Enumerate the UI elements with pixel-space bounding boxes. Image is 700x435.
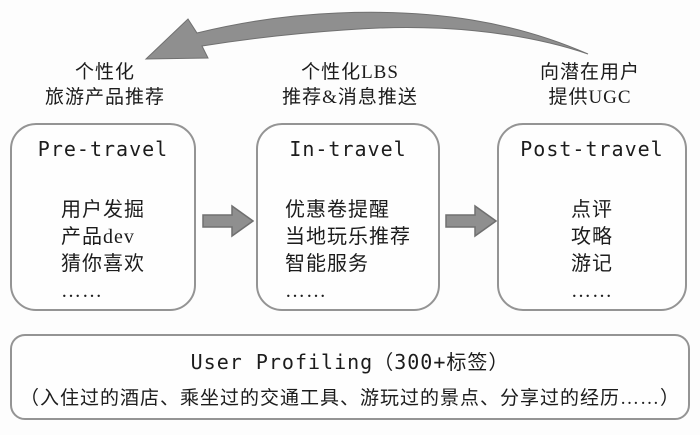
- feedback-arrow-icon: [144, 11, 589, 60]
- stage-item-list: 用户发掘 产品dev 猜你喜欢 ……: [61, 197, 145, 305]
- stage-label-line: 提供UGC: [548, 87, 632, 108]
- right-arrow-icon: [202, 204, 254, 238]
- stage-box-post-travel: Post-travel 点评 攻略 游记 ……: [497, 123, 687, 311]
- stage-label-line: 旅游产品推荐: [44, 87, 165, 108]
- stage-item: ……: [571, 280, 613, 302]
- right-arrow-icon: [445, 204, 497, 238]
- stage-item: 攻略: [571, 226, 613, 248]
- stage-label-post: 向潜在用户 提供UGC: [495, 60, 685, 110]
- stage-label-line: 向潜在用户: [539, 62, 640, 83]
- stage-title: Pre-travel: [37, 137, 169, 161]
- stage-label-line: 个性化LBS: [301, 62, 399, 83]
- stage-item-list: 优惠卷提醒 当地玩乐推荐 智能服务 ……: [285, 197, 411, 305]
- stage-box-in-travel: In-travel 优惠卷提醒 当地玩乐推荐 智能服务 ……: [256, 123, 440, 311]
- stage-item: 优惠卷提醒: [285, 199, 390, 221]
- user-profiling-box: User Profiling（300+标签） （入住过的酒店、乘坐过的交通工具、…: [10, 334, 690, 420]
- stage-item: 当地玩乐推荐: [285, 226, 411, 248]
- stage-item: ……: [61, 280, 103, 302]
- stage-item: 智能服务: [285, 253, 369, 275]
- stage-item: 产品dev: [61, 226, 135, 248]
- stage-box-pre-travel: Pre-travel 用户发掘 产品dev 猜你喜欢 ……: [10, 123, 196, 311]
- stage-item: 点评: [571, 199, 613, 221]
- stage-label-line: 推荐&消息推送: [282, 87, 418, 108]
- stage-item: ……: [285, 280, 327, 302]
- stage-label-line: 个性化: [74, 62, 135, 83]
- profiling-subtitle: （入住过的酒店、乘坐过的交通工具、游玩过的景点、分享过的经历……）: [19, 388, 680, 409]
- stage-item: 猜你喜欢: [61, 253, 145, 275]
- stage-label-pre: 个性化 旅游产品推荐: [10, 60, 200, 110]
- stage-title: Post-travel: [520, 137, 664, 161]
- stage-title: In-travel: [289, 137, 407, 161]
- stage-item-list: 点评 攻略 游记 ……: [571, 197, 613, 305]
- stage-item: 用户发掘: [61, 199, 145, 221]
- stage-item: 游记: [571, 253, 613, 275]
- profiling-title: User Profiling（300+标签）: [190, 350, 510, 374]
- stage-label-in: 个性化LBS 推荐&消息推送: [255, 60, 445, 110]
